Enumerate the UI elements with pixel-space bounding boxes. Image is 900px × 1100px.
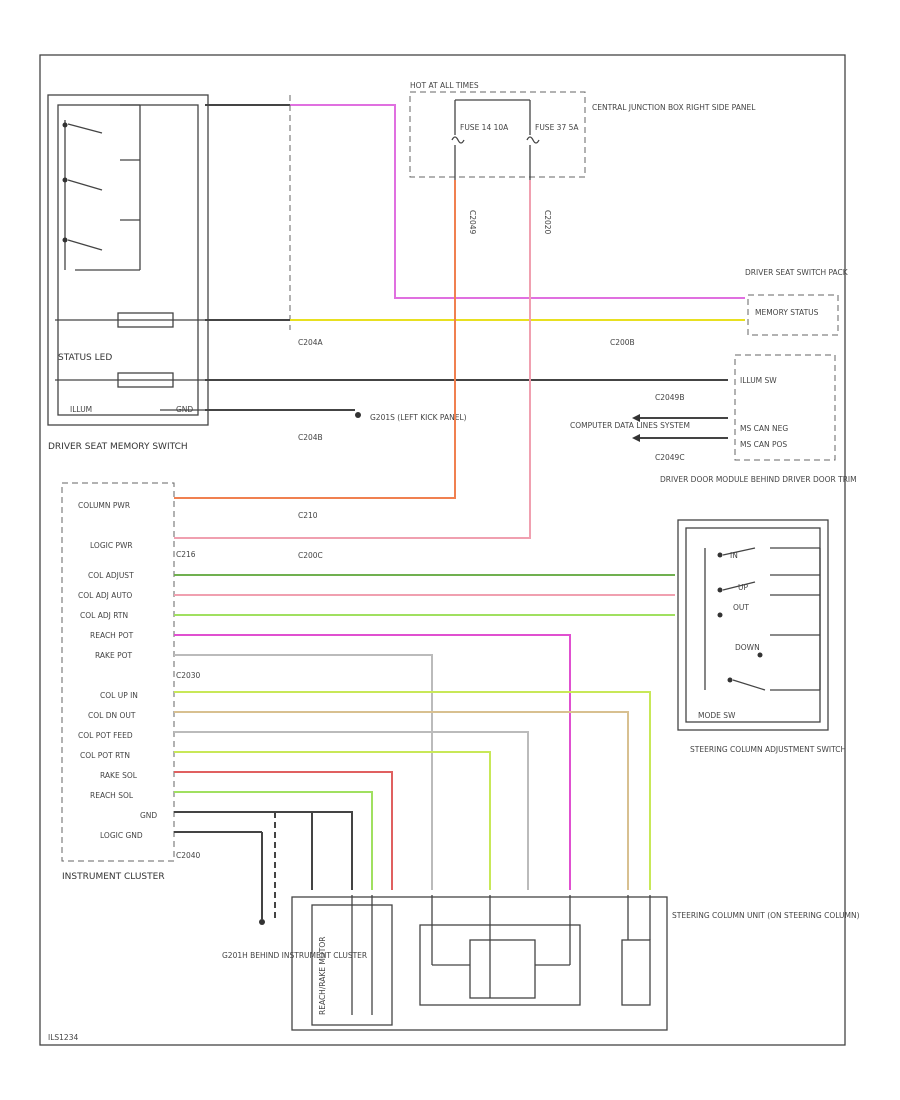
wire-gray-rake-pot [174,654,433,890]
illum-label: ILLUM [70,405,92,414]
steering-column-adjustment-switch [677,519,829,731]
wire-pink-memory [290,104,745,299]
connector-c2049: C2049 [468,210,477,235]
pin-logic-gnd: LOGIC GND [100,831,143,840]
pin-col-up-in: COL UP IN [100,691,138,700]
ms-can-pos-label: MS CAN POS [740,440,787,449]
wire-lightgreen-col-up [174,691,651,890]
pin-col-dn-out: COL DN OUT [88,711,136,720]
steering-column-unit-label: STEERING COLUMN UNIT (ON STEERING COLUMN… [672,911,860,920]
pin-reach-sol: REACH SOL [90,791,134,800]
steering-column-adjustment-switch-label: STEERING COLUMN ADJUSTMENT SWITCH [690,745,846,754]
wire-red-rake-sol [174,771,393,890]
steering-column-unit [291,895,668,1031]
driver-seat-switch-pack-label: DRIVER SEAT SWITCH PACK [745,268,849,277]
connector-c204b: C204B [298,433,323,442]
driver-seat-memory-switch-label: DRIVER SEAT MEMORY SWITCH [48,442,188,452]
rake-reach-motor-label: REACH/RAKE MOTOR [318,936,327,1015]
pin-logic-pwr: LOGIC PWR [90,541,133,550]
g201h-label: G201H BEHIND INSTRUMENT CLUSTER [222,951,367,960]
central-junction-box-label: CENTRAL JUNCTION BOX RIGHT SIDE PANEL [592,103,756,112]
connector-c200b: C200B [610,338,635,347]
wire-black-gnd [174,811,353,890]
pin-reach-pot: REACH POT [90,631,134,640]
driver-seat-switch-pack [747,294,839,336]
pin-col-adjust: COL ADJUST [88,571,134,580]
connector-c2030: C2030 [176,671,201,680]
connector-c210: C210 [298,511,318,520]
g2013-label: G201S (LEFT KICK PANEL) [370,413,467,422]
out-label: OUT [733,603,749,612]
footer-code: ILS1234 [48,1033,78,1042]
central-junction-box [409,91,586,180]
pin-rake-pot: RAKE POT [95,651,133,660]
pin-col-pot-rtn: COL POT RTN [80,751,130,760]
ms-can-neg-label: MS CAN NEG [740,424,788,433]
driver-door-module [734,354,836,461]
gnd-seat-label: GND [176,405,193,414]
connector-c2020: C2020 [543,210,552,235]
connector-c204a: C204A [298,338,324,347]
illum-sw-label: ILLUM SW [740,376,777,385]
computer-data-lines-label: COMPUTER DATA LINES SYSTEM [570,421,690,430]
connector-c200c: C200C [298,551,323,560]
pin-col-adj-rtn: COL ADJ RTN [80,611,128,620]
hot-at-all-times-label: HOT AT ALL TIMES [410,81,479,90]
status-led-label: STATUS LED [58,353,112,363]
memory-status-label: MEMORY STATUS [755,308,819,317]
pin-column-pwr: COLUMN PWR [78,501,130,510]
up-label: UP [738,583,748,592]
in-label: IN [730,551,738,560]
fuse-a-label: FUSE 14 10A [460,123,509,132]
fuse-b-label: FUSE 37 5A [535,123,579,132]
pin-gnd: GND [140,811,157,820]
down-label: DOWN [735,643,760,652]
driver-door-module-label: DRIVER DOOR MODULE BEHIND DRIVER DOOR TR… [660,475,857,484]
wire-gray-col-pot-feed [174,731,529,890]
pin-col-pot-feed: COL POT FEED [78,731,133,740]
instrument-cluster-label: INSTRUMENT CLUSTER [62,872,165,882]
wire-magenta-reach-pot [174,634,571,890]
wire-orange-column-pwr [174,180,456,499]
connector-c2049b: C2049B [655,393,684,402]
connector-c2040: C2040 [176,851,201,860]
instrument-cluster [61,482,175,862]
wire-tan-col-dn [174,711,629,890]
wire-green-reach-sol [174,791,373,890]
connector-c216: C216 [176,550,196,559]
wire-yellowgreen-col-pot-rtn [174,751,491,890]
pin-rake-sol: RAKE SOL [100,771,138,780]
connector-c2049c: C2049C [655,453,685,462]
outer-frame [39,54,846,1046]
driver-seat-memory-switch [47,94,209,426]
cluster-pin-labels: COLUMN PWR LOGIC PWR COL ADJUST COL ADJ … [78,501,157,840]
mode-sw-label: MODE SW [698,711,736,720]
pin-col-adj-auto: COL ADJ AUTO [78,591,132,600]
wire-lightpink-logic-pwr [174,180,531,539]
